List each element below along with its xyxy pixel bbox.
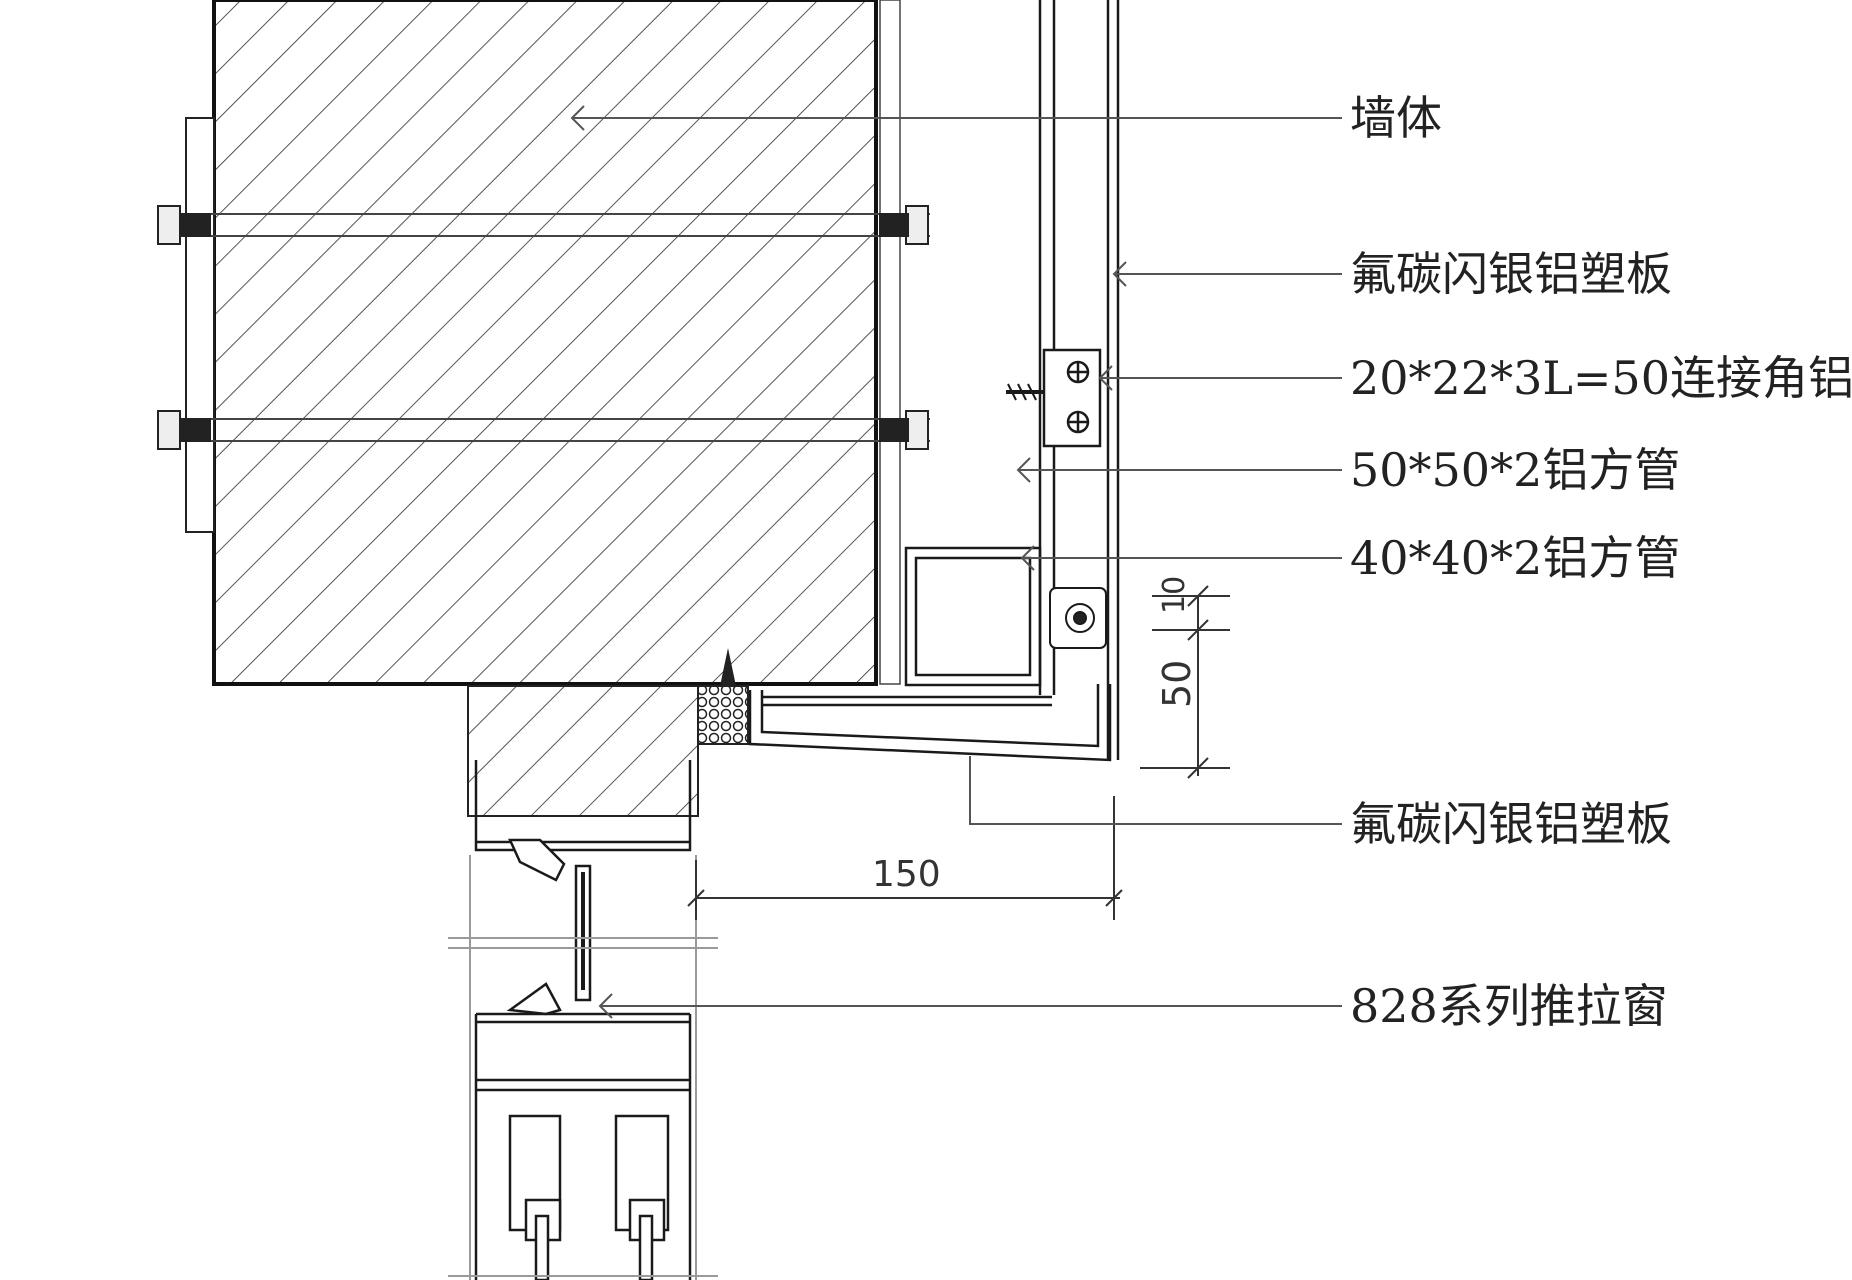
dimension-vertical — [1140, 585, 1230, 779]
wall-body — [212, 0, 901, 686]
label-wall: 墙体 — [1350, 91, 1442, 145]
dim-50: 50 — [1155, 660, 1199, 708]
label-tube-50: 50*50*2铝方管 — [1350, 443, 1680, 497]
anchor-bolts — [157, 117, 930, 533]
dim-10: 10 — [1157, 576, 1192, 614]
label-angle: 20*22*3L=50连接角铝 — [1350, 351, 1852, 405]
sealant-tip — [720, 648, 736, 686]
dim-150: 150 — [872, 854, 941, 895]
label-window: 828系列推拉窗 — [1350, 979, 1668, 1033]
connecting-angle — [1006, 348, 1102, 448]
sliding-window — [448, 760, 718, 1280]
tube-40-box — [904, 546, 1042, 687]
leader-lines — [570, 105, 1342, 1019]
label-panel-bottom: 氟碳闪银铝塑板 — [1350, 797, 1672, 851]
label-panel-top: 氟碳闪银铝塑板 — [1350, 247, 1672, 301]
lintel — [467, 685, 699, 817]
dimension-horizontal — [687, 796, 1123, 920]
label-tube-40: 40*40*2铝方管 — [1350, 531, 1680, 585]
corner-gasket — [1049, 587, 1107, 649]
soffit-panel — [748, 684, 1112, 762]
aluminium-composite-panel — [1106, 0, 1120, 760]
sealant-foam — [697, 685, 749, 745]
